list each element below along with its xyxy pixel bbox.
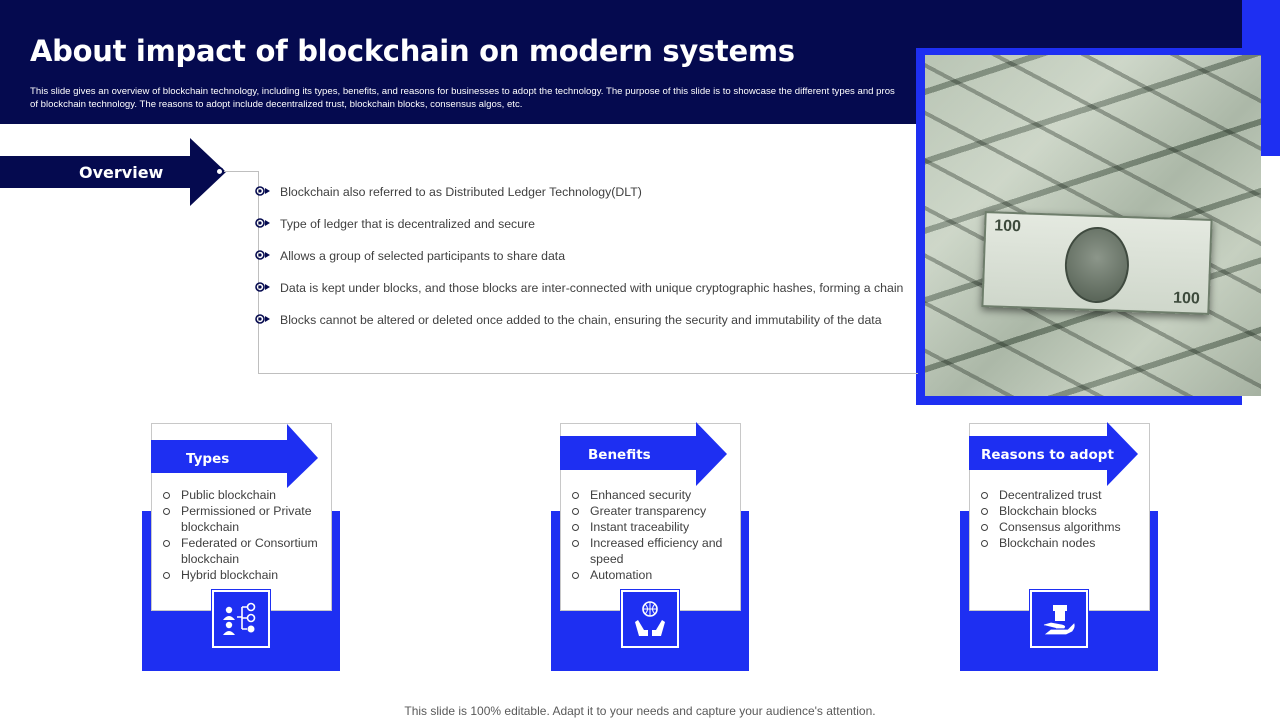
types-icon-box [211, 589, 271, 649]
list-item: Enhanced security [571, 487, 736, 503]
benefits-title: Benefits [588, 447, 651, 463]
overview-item-text: Allows a group of selected participants … [280, 249, 566, 263]
hand-block-icon [1043, 605, 1075, 635]
types-list: Public blockchain Permissioned or Privat… [162, 487, 327, 583]
list-item: Permissioned or Private blockchain [162, 503, 327, 535]
arrow-bullet-icon [255, 250, 270, 260]
hands-globe-icon [635, 601, 665, 636]
list-item: Increased efficiency and speed [571, 535, 736, 567]
overview-list: Blockchain also referred to as Distribut… [255, 184, 915, 344]
overview-item-text: Type of ledger that is decentralized and… [280, 217, 535, 231]
types-title: Types [186, 451, 230, 467]
arrow-bullet-icon [255, 218, 270, 228]
reasons-title: Reasons to adopt [981, 447, 1114, 463]
reasons-list: Decentralized trust Blockchain blocks Co… [980, 487, 1145, 551]
money-photo: 100 100 [925, 55, 1261, 396]
arrow-bullet-icon [255, 314, 270, 324]
overview-item-text: Blocks cannot be altered or deleted once… [280, 313, 882, 327]
benefits-arrow [560, 422, 727, 486]
bill-number-top-left: 100 [993, 217, 1022, 236]
list-item: Public blockchain [162, 487, 327, 503]
list-item: Hybrid blockchain [162, 567, 327, 583]
overview-connector-line [224, 171, 259, 172]
arrow-bullet-icon [255, 186, 270, 196]
overview-box [258, 172, 918, 374]
list-item: Blocks cannot be altered or deleted once… [255, 312, 915, 328]
portrait-oval [1063, 225, 1131, 305]
overview-connector-dot [215, 167, 224, 176]
benefits-list: Enhanced security Greater transparency I… [571, 487, 736, 583]
list-item: Blockchain also referred to as Distribut… [255, 184, 915, 200]
list-item: Allows a group of selected participants … [255, 248, 915, 264]
list-item: Federated or Consortium blockchain [162, 535, 327, 567]
list-item: Data is kept under blocks, and those blo… [255, 280, 915, 296]
list-item: Greater transparency [571, 503, 736, 519]
list-item: Decentralized trust [980, 487, 1145, 503]
overview-item-text: Blockchain also referred to as Distribut… [280, 185, 642, 199]
benefits-icon-box [620, 589, 680, 649]
page-title: About impact of blockchain on modern sys… [30, 34, 795, 68]
footer-note: This slide is 100% editable. Adapt it to… [404, 704, 876, 718]
list-item: Blockchain nodes [980, 535, 1145, 551]
list-item: Type of ledger that is decentralized and… [255, 216, 915, 232]
types-arrow [151, 424, 318, 488]
network-users-icon [223, 602, 256, 635]
overview-item-text: Data is kept under blocks, and those blo… [280, 281, 904, 295]
overview-arrow [0, 138, 226, 206]
list-item: Consensus algorithms [980, 519, 1145, 535]
list-item: Automation [571, 567, 736, 583]
list-item: Instant traceability [571, 519, 736, 535]
arrow-bullet-icon [255, 282, 270, 292]
bill-number-bottom-right: 100 [1172, 289, 1201, 308]
reasons-icon-box [1029, 589, 1089, 649]
reasons-arrow [969, 422, 1138, 486]
page-subtitle: This slide gives an overview of blockcha… [30, 86, 895, 110]
list-item: Blockchain blocks [980, 503, 1145, 519]
overview-label: Overview [79, 163, 164, 182]
dollar-bill: 100 100 [981, 211, 1213, 315]
